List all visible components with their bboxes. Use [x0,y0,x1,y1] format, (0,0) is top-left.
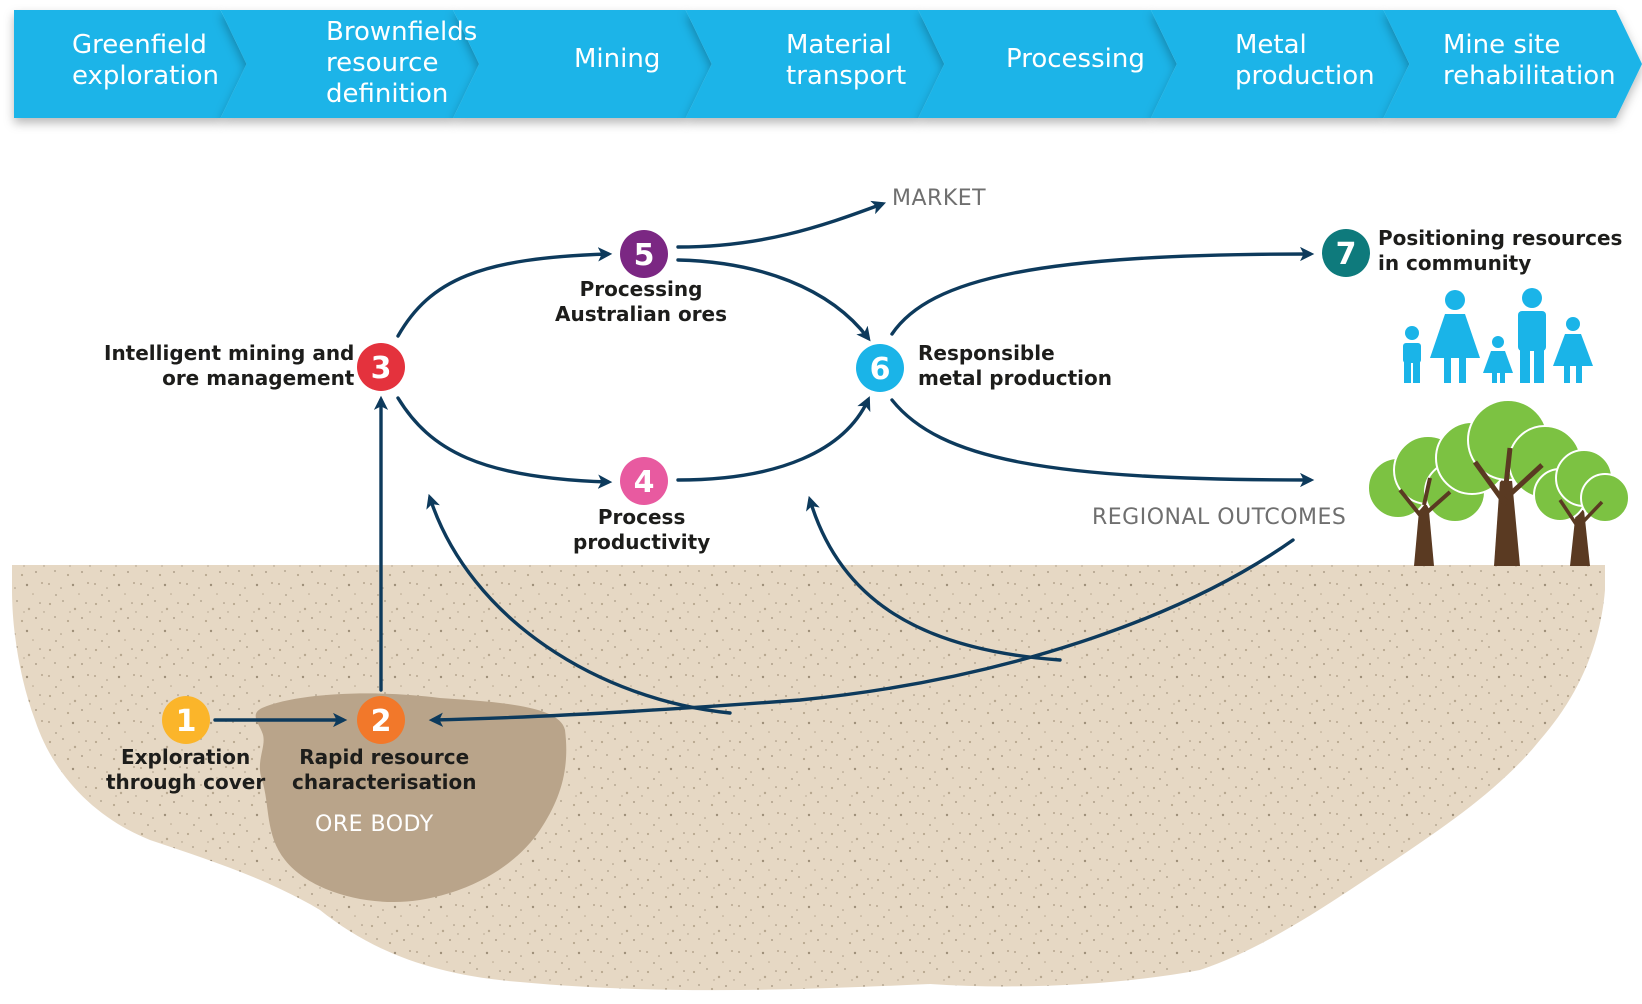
arrow-5-to-market [676,200,887,249]
arrow-feedback-to-4 [806,495,1062,662]
tree-icon [1367,399,1630,566]
node-6-number: 6 [870,352,891,387]
node-2-label: Rapid resource characterisation [292,745,477,794]
chain-label-metal-production: Metal production [1235,30,1375,91]
value-chain-step-4 [685,10,945,118]
node-2-circle [357,696,405,744]
node-2-number: 2 [371,704,392,739]
value-chain-step-3 [453,10,712,118]
arrow-4-to-6 [676,396,871,482]
node-5-circle [620,230,668,278]
node-4-label: Process productivity [573,505,711,554]
arrow-6-to-7 [890,246,1315,336]
chain-label-processing: Processing [1006,44,1145,74]
flow-arrows [213,200,1315,728]
node-1-number: 1 [176,704,197,739]
node-6-label: Responsible metal production [918,341,1113,390]
value-chain-banner [14,10,1642,118]
value-chain-step-6 [1150,10,1410,118]
regional-outcomes-label: REGIONAL OUTCOMES [1092,505,1347,530]
node-1-label: Exploration through cover [106,745,266,794]
node-3-circle [357,343,405,391]
node-3-label: Intelligent mining and ore management [104,341,355,390]
ore-body-label: ORE BODY [315,812,434,837]
arrow-3-to-5 [396,247,613,338]
chain-label-greenfield-exploration: Greenfield exploration [72,30,219,91]
node-6-circle [856,344,904,392]
arrow-feedback-to-3 [426,493,732,715]
ore-body [255,693,567,903]
node-7-circle [1322,229,1370,277]
value-chain-step-1 [14,10,247,118]
chain-label-material-transport: Material transport [786,30,907,91]
node-4-circle [620,457,668,505]
node-4-number: 4 [634,465,655,500]
node-3-number: 3 [371,351,392,386]
value-chain-step-2 [220,10,480,118]
chain-label-brownfields-resource-definition: Brownfields resource definition [326,17,478,109]
arrow-6-to-regional-outcomes [890,398,1315,488]
node-5-label: Processing Australian ores [555,277,728,326]
people-icon [1403,288,1593,383]
arrow-regional-outcomes-to-2 [428,538,1295,727]
value-chain-step-7 [1383,10,1642,118]
node-7-number: 7 [1336,237,1357,272]
chain-label-mine-site-rehabilitation: Mine site rehabilitation [1443,30,1616,91]
node-1-circle [162,696,210,744]
arrow-5-to-6 [676,258,871,342]
chain-label-mining: Mining [574,44,661,74]
arrow-3-to-4 [396,396,613,489]
numbered-nodes: 1 2 3 4 5 6 7 [162,229,1370,744]
node-7-label: Positioning resources in community [1378,226,1623,275]
market-label: MARKET [892,186,987,211]
value-chain-step-5 [918,10,1177,118]
node-5-number: 5 [634,238,655,273]
